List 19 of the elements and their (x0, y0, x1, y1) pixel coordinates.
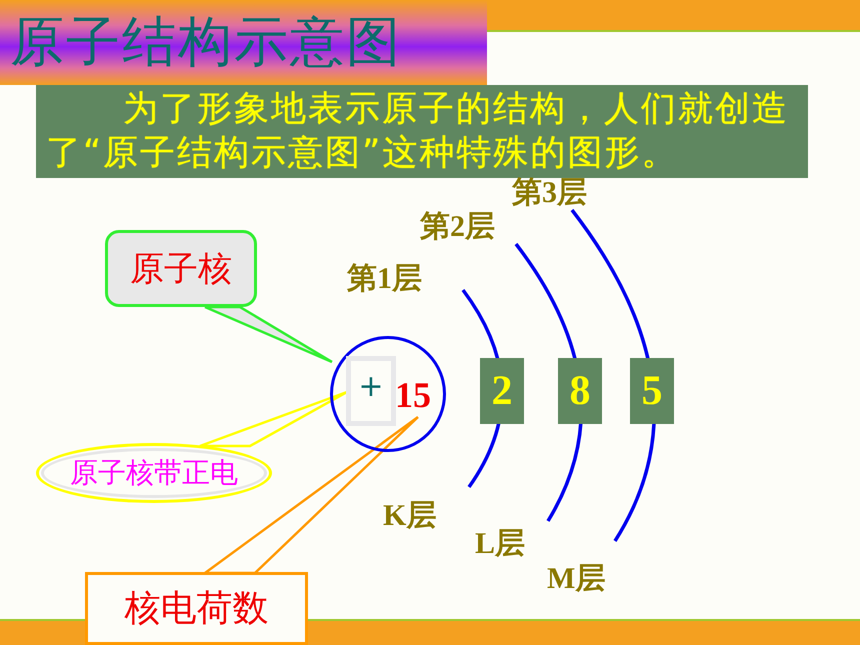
plus-sign: + (346, 356, 396, 426)
leader-line (198, 390, 348, 448)
callout-ellipse: 原子核带正电 (36, 443, 272, 503)
callout-box: 核电荷数 (85, 572, 308, 645)
shell-label: 第3层 (512, 175, 587, 211)
shell-label: 第2层 (420, 209, 495, 245)
nucleus-circle (330, 336, 446, 452)
title: 原子结构示意图 (0, 0, 487, 85)
leader-line (204, 416, 420, 574)
callout-bubble: 原子核 (105, 230, 257, 307)
electron-count-box: 8 (558, 358, 602, 424)
intro-text-box: 为了形象地表示原子的结构，人们就创造了“原子结构示意图”这种特殊的图形。 (36, 85, 808, 178)
shell-label: K层 (383, 498, 436, 534)
shell-label: 第1层 (347, 261, 422, 297)
electron-count-box: 2 (480, 358, 524, 424)
leader-line (204, 306, 334, 364)
shell-label: L层 (475, 526, 526, 562)
shell-label: M层 (547, 561, 606, 597)
electron-count-box: 5 (630, 358, 674, 424)
